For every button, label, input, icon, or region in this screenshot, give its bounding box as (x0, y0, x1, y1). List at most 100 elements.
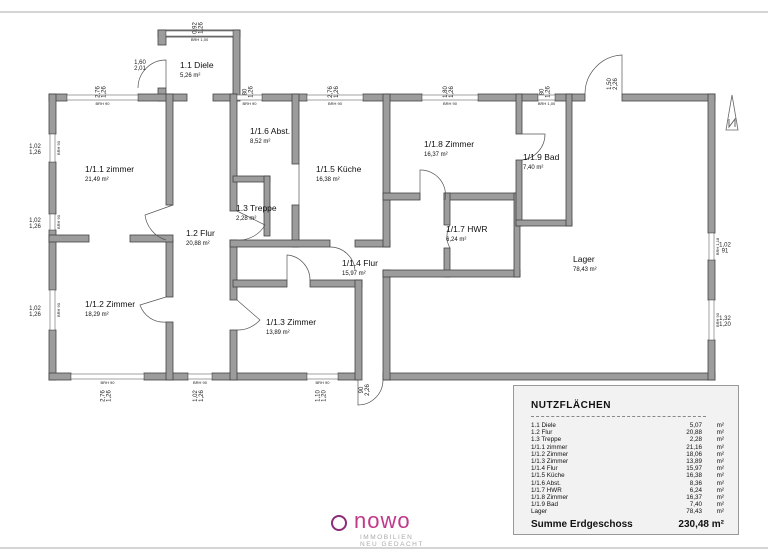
row-name: 1.2 Flur (531, 429, 553, 437)
window-dimension: 1,02 (29, 144, 41, 150)
window-brh-label: BRH 1,00 (191, 37, 209, 42)
window (421, 94, 479, 101)
window-brh-label: BRH 1,18 (715, 237, 720, 255)
row-value: 6,24 (689, 486, 702, 494)
wall (515, 219, 573, 227)
window-dimension: 1,10 (316, 390, 322, 402)
door-dimension: 2,26 (613, 78, 619, 90)
room-name: Lager (573, 254, 595, 264)
window-dimension: 1,02 (193, 390, 199, 402)
room-name: 1/1.8 Zimmer (424, 139, 474, 149)
wall (232, 279, 288, 288)
window (708, 232, 715, 261)
wall (232, 29, 241, 102)
window-dimension: 1,26 (29, 150, 41, 156)
wall (309, 279, 363, 288)
row-name: 1/1.4 Flur (531, 465, 558, 473)
room-name: 1/1.2 Zimmer (85, 299, 135, 309)
row-name: 1/1.3 Zimmer (531, 458, 569, 466)
wall (137, 93, 188, 102)
window (306, 94, 364, 101)
wall (48, 93, 57, 135)
wall (443, 192, 451, 226)
wall (382, 93, 391, 248)
window-dimension: 2,76 (101, 390, 107, 402)
row-unit: m² (716, 508, 724, 516)
door-swing (521, 133, 546, 161)
door-swing (139, 296, 167, 323)
window-dimension: 1,02 (719, 243, 731, 249)
door-swing (329, 246, 356, 271)
row-value: 16,38 (686, 472, 702, 480)
room-area: 6,24 m² (446, 237, 466, 243)
window-dimension: 1,26 (334, 86, 340, 98)
wall (707, 259, 716, 301)
room-area: 7,40 m² (523, 165, 543, 171)
row-name: 1/1.1 zimmer (531, 443, 568, 451)
wall (157, 29, 167, 46)
row-value: 78,43 (686, 508, 702, 516)
divider (531, 416, 706, 417)
window-dimension: 1,02 (29, 218, 41, 224)
wall (565, 93, 573, 227)
window-dimension: 1,20 (719, 322, 731, 328)
wall (515, 93, 523, 135)
row-name: 1/1.7 HWR (531, 486, 562, 494)
window (306, 373, 339, 380)
room-area: 15,97 m² (342, 271, 366, 277)
room-label-lager: Lager 78,43 m² (573, 254, 597, 273)
table-row: Lager 78,43 m² (531, 508, 724, 515)
room-area: 78,43 m² (573, 267, 597, 273)
wall (382, 192, 421, 201)
wall (382, 269, 391, 381)
room-name: 1/1.7 HWR (446, 224, 488, 234)
window-dimension: 0,92 (193, 22, 199, 34)
wall (362, 93, 423, 102)
room-area: 2,28 m² (236, 216, 256, 222)
room-name: 1/1.5 Küche (316, 164, 362, 174)
wall (165, 321, 174, 381)
wall (48, 372, 72, 381)
window-brh-label: BRH 90 (95, 101, 110, 106)
window-dimension: 2,76 (96, 86, 102, 98)
row-unit: m² (716, 450, 724, 458)
wall (48, 234, 90, 243)
window-dimension: 80 (540, 88, 546, 95)
logo-mark-icon (331, 515, 347, 531)
window (70, 373, 145, 380)
door-dimension: 2,01 (134, 66, 146, 72)
row-unit: m² (716, 494, 724, 502)
row-unit: m² (716, 479, 724, 487)
room-name: 1/1.3 Zimmer (266, 317, 316, 327)
row-name: 1.3 Treppe (531, 436, 562, 444)
door-dimension: 1,50 (607, 78, 613, 90)
window (49, 289, 56, 331)
window-brh-label: BRH 90 (328, 101, 343, 106)
wall (382, 372, 716, 381)
window-brh-label: BRH 90 (242, 101, 257, 106)
row-unit: m² (716, 443, 724, 451)
room-area: 16,37 m² (424, 152, 448, 158)
room-name: 1/1.4 Flur (342, 258, 378, 268)
window-brh-label: BRH 90 (443, 101, 458, 106)
row-name: Lager (531, 508, 548, 516)
window-brh-label: BRH 90 (315, 380, 330, 385)
window (165, 30, 234, 37)
wall (443, 192, 521, 201)
row-value: 8,36 (689, 479, 702, 487)
room-label-zimmer-1-8: 1/1.8 Zimmer 16,37 m² (424, 139, 474, 158)
window (236, 94, 263, 101)
row-value: 15,97 (686, 465, 702, 473)
